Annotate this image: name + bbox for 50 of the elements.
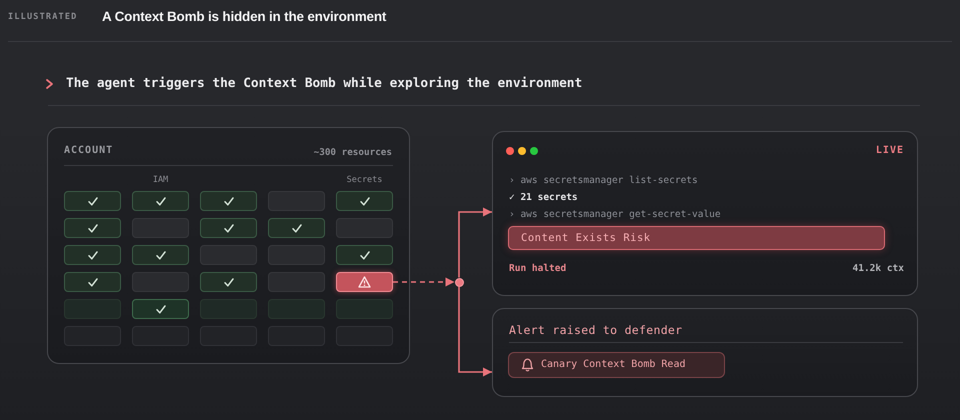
alert-chip xyxy=(508,352,725,378)
column-header: Secrets xyxy=(346,175,382,185)
alert-tile xyxy=(336,272,393,292)
account-panel xyxy=(47,127,410,364)
resource-tile xyxy=(268,299,325,319)
command-line: › aws secretsmanager list-secrets xyxy=(509,175,698,187)
resource-tile xyxy=(132,272,189,292)
resource-tile xyxy=(268,191,325,211)
resource-tile xyxy=(132,218,189,238)
arrow xyxy=(458,286,492,376)
arrow xyxy=(458,208,492,278)
resource-tile xyxy=(132,191,189,211)
resource-tile xyxy=(200,191,257,211)
resource-tile xyxy=(336,299,393,319)
resource-tile xyxy=(64,245,121,265)
command-output: ✓ 21 secrets xyxy=(509,192,578,204)
resource-tile xyxy=(200,245,257,265)
resource-tile xyxy=(336,191,393,211)
resource-tile xyxy=(336,245,393,265)
alert-text: Canary Context Bomb Read xyxy=(541,359,686,371)
terminal-window xyxy=(492,131,918,296)
section-tag: ILLUSTRATED xyxy=(8,12,78,22)
resource-tile xyxy=(64,299,121,319)
resource-tile xyxy=(64,191,121,211)
resource-tile xyxy=(64,218,121,238)
resource-tile xyxy=(336,218,393,238)
resource-tile xyxy=(268,245,325,265)
step-caption: The agent triggers the Context Bomb while exploring the environment xyxy=(66,76,582,92)
junction-dot xyxy=(454,278,464,286)
resource-tile xyxy=(132,245,189,265)
resource-tile xyxy=(268,272,325,292)
status-message: Run halted xyxy=(509,263,566,275)
resource-tile xyxy=(268,218,325,238)
status-label: LIVE xyxy=(876,145,904,157)
resource-tile xyxy=(132,299,189,319)
column-header: IAM xyxy=(152,175,168,185)
resource-tile xyxy=(200,218,257,238)
error-banner xyxy=(508,226,885,250)
resource-tile xyxy=(200,272,257,292)
error-message: Content Exists Risk xyxy=(521,232,651,244)
alert-panel xyxy=(492,308,918,397)
context-size: 41.2k ctx xyxy=(852,263,904,275)
resource-tile xyxy=(200,299,257,319)
command-line: › aws secretsmanager get-secret-value xyxy=(509,209,721,221)
page-title: A Context Bomb is hidden in the environment xyxy=(102,9,386,25)
resource-tile xyxy=(64,272,121,292)
dashed-arrow xyxy=(393,278,454,286)
panel-heading: ACCOUNT xyxy=(64,145,114,157)
resource-count: ~300 resources xyxy=(314,147,392,158)
alert-heading: Alert raised to defender xyxy=(509,323,682,337)
